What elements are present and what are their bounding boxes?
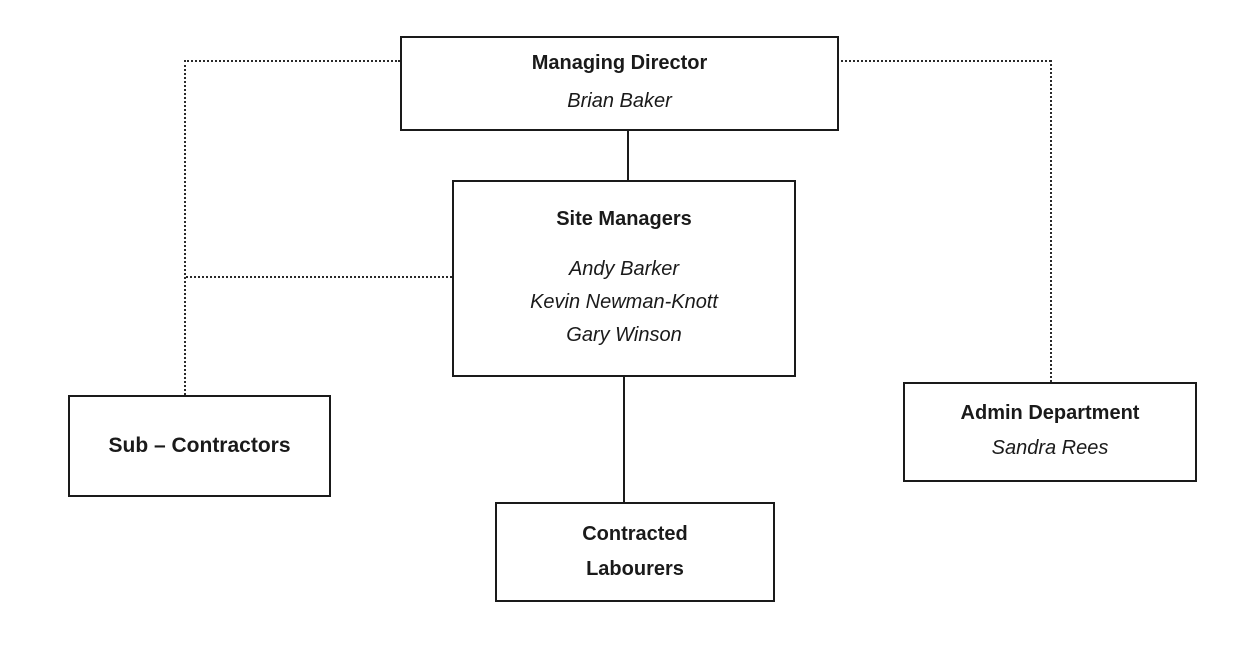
connector-site-managers-to-sub-contractors-horizontal [186, 276, 452, 278]
connector-managing-director-to-admin-department-vertical [1050, 60, 1052, 382]
node-title: Admin Department [960, 401, 1140, 424]
connector-managing-director-to-site-managers [627, 131, 629, 180]
node-person-names: Andy Barker Kevin Newman-Knott Gary Wins… [530, 253, 718, 352]
node-managing-director: Managing Director Brian Baker [400, 36, 839, 131]
node-contracted-labourers: Contracted Labourers [495, 502, 775, 602]
connector-managing-director-to-sub-contractors-horizontal [184, 60, 400, 62]
node-admin-department: Admin Department Sandra Rees [903, 382, 1197, 482]
node-title: Site Managers [556, 207, 692, 230]
node-person-name: Brian Baker [567, 89, 672, 112]
connector-managing-director-to-sub-contractors-vertical [184, 60, 186, 395]
connector-managing-director-to-admin-department-horizontal [841, 60, 1051, 62]
node-title: Sub – Contractors [108, 434, 291, 457]
node-title-line: Labourers [586, 558, 684, 580]
node-person-name: Sandra Rees [991, 436, 1109, 459]
node-person-name: Andy Barker [568, 257, 680, 280]
node-sub-contractors: Sub – Contractors [68, 395, 331, 497]
connector-site-managers-to-contracted-labourers [623, 377, 625, 502]
node-title: Managing Director [531, 51, 708, 74]
node-site-managers: Site Managers Andy Barker Kevin Newman-K… [452, 180, 796, 377]
node-person-name: Gary Winson [566, 323, 682, 346]
node-person-name: Kevin Newman-Knott [530, 290, 718, 313]
node-title-line: Contracted [582, 523, 688, 545]
